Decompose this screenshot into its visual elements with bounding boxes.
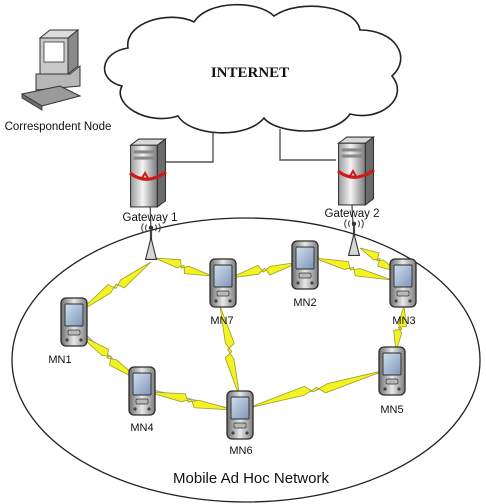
wireless-link-2 xyxy=(154,257,213,277)
wireless-link-7 xyxy=(393,305,408,353)
mn6-label: MN6 xyxy=(229,445,252,457)
phone-icon xyxy=(291,240,319,290)
correspondent-label: Correspondent Node xyxy=(5,121,112,133)
network-label: Mobile Ad Hoc Network xyxy=(173,470,329,487)
gateway-2: Gateway 2 xyxy=(325,136,380,257)
mobile-node-mn1: MN1 xyxy=(48,297,88,366)
wired-link-gateway2 xyxy=(279,129,336,161)
manet-boundary xyxy=(11,217,481,503)
correspondent-node: Correspondent Node xyxy=(5,28,112,133)
mn7-label: MN7 xyxy=(210,315,233,327)
computer-icon xyxy=(20,28,82,111)
mobile-node-mn7: MN7 xyxy=(209,258,237,327)
phone-icon xyxy=(128,366,156,416)
gateway-1: Gateway 1 xyxy=(123,138,178,261)
mn5-label: MN5 xyxy=(380,404,403,416)
mobile-node-mn4: MN4 xyxy=(128,366,156,434)
mn2-label: MN2 xyxy=(293,297,316,309)
wireless-link-10 xyxy=(247,369,387,409)
phone-icon xyxy=(378,346,406,396)
internet-cloud: INTERNET xyxy=(103,3,402,134)
mobile-node-mn2: MN2 xyxy=(291,240,319,309)
mn3-label: MN3 xyxy=(392,315,415,327)
server-icon xyxy=(130,138,167,208)
mobile-node-mn3: MN3 xyxy=(389,258,417,327)
mn4-label: MN4 xyxy=(130,422,153,434)
mobile-node-mn6: MN6 xyxy=(226,390,254,457)
wireless-link-3 xyxy=(229,261,301,279)
antenna-icon xyxy=(344,218,364,257)
wired-links xyxy=(149,129,354,233)
phone-icon xyxy=(389,258,417,308)
gateway-1-label: Gateway 1 xyxy=(123,212,178,224)
mobile-node-mn5: MN5 xyxy=(378,346,406,416)
cloud-label: INTERNET xyxy=(211,65,289,81)
phone-icon xyxy=(209,258,237,308)
wireless-link-9 xyxy=(147,391,235,411)
gateway-2-label: Gateway 2 xyxy=(325,208,380,220)
phone-icon xyxy=(60,297,88,347)
mn1-label: MN1 xyxy=(48,354,71,366)
wireless-link-1 xyxy=(78,261,152,313)
wireless-links xyxy=(77,247,408,411)
wired-link-gateway1 xyxy=(160,129,214,163)
phone-icon xyxy=(226,390,254,440)
server-icon xyxy=(338,136,375,206)
